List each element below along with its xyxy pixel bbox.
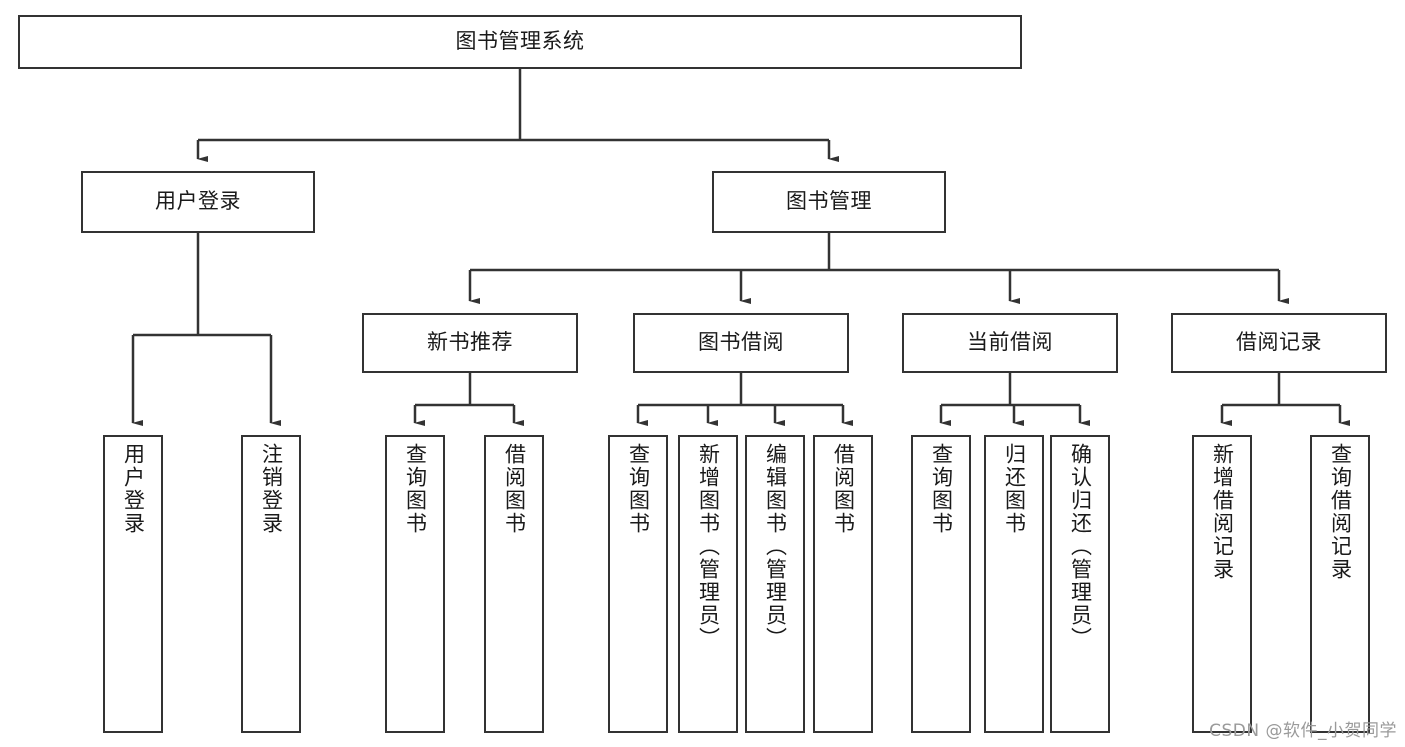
node-label: 确认归还（管理员） <box>1068 443 1093 650</box>
node-label: 借阅记录 <box>1236 330 1322 355</box>
node-leaf-5[interactable]: 新增图书（管理员） <box>678 435 738 733</box>
watermark-text: CSDN @软件_小贺同学 <box>1209 721 1397 741</box>
node-leaf-2[interactable]: 查询图书 <box>385 435 445 733</box>
node-label: 用户登录 <box>155 189 241 214</box>
node-l3-0[interactable]: 新书推荐 <box>362 313 578 373</box>
node-label: 图书借阅 <box>698 330 784 355</box>
node-leaf-12[interactable]: 查询借阅记录 <box>1310 435 1370 733</box>
node-label: 归还图书 <box>1002 443 1027 535</box>
node-label: 查询图书 <box>929 443 954 535</box>
node-label: 查询图书 <box>626 443 651 535</box>
node-leaf-10[interactable]: 确认归还（管理员） <box>1050 435 1110 733</box>
node-label: 用户登录 <box>121 443 146 535</box>
node-label: 新增借阅记录 <box>1210 443 1235 581</box>
node-label: 借阅图书 <box>831 443 856 535</box>
node-leaf-6[interactable]: 编辑图书（管理员） <box>745 435 805 733</box>
node-l3-3[interactable]: 借阅记录 <box>1171 313 1387 373</box>
node-l3-1[interactable]: 图书借阅 <box>633 313 849 373</box>
node-l2-1[interactable]: 图书管理 <box>712 171 946 233</box>
node-leaf-8[interactable]: 查询图书 <box>911 435 971 733</box>
node-l2-0[interactable]: 用户登录 <box>81 171 315 233</box>
node-root[interactable]: 图书管理系统 <box>18 15 1022 69</box>
node-leaf-3[interactable]: 借阅图书 <box>484 435 544 733</box>
node-label: 当前借阅 <box>967 330 1053 355</box>
node-leaf-1[interactable]: 注销登录 <box>241 435 301 733</box>
node-leaf-9[interactable]: 归还图书 <box>984 435 1044 733</box>
node-label: 编辑图书（管理员） <box>763 443 788 650</box>
node-label: 图书管理系统 <box>455 29 585 54</box>
node-label: 查询图书 <box>403 443 428 535</box>
node-leaf-0[interactable]: 用户登录 <box>103 435 163 733</box>
node-leaf-11[interactable]: 新增借阅记录 <box>1192 435 1252 733</box>
node-leaf-4[interactable]: 查询图书 <box>608 435 668 733</box>
node-label: 图书管理 <box>786 189 872 214</box>
node-label: 查询借阅记录 <box>1328 443 1353 581</box>
node-label: 借阅图书 <box>502 443 527 535</box>
node-l3-2[interactable]: 当前借阅 <box>902 313 1118 373</box>
node-label: 新书推荐 <box>427 330 513 355</box>
node-label: 新增图书（管理员） <box>696 443 721 650</box>
node-label: 注销登录 <box>259 443 284 535</box>
node-leaf-7[interactable]: 借阅图书 <box>813 435 873 733</box>
